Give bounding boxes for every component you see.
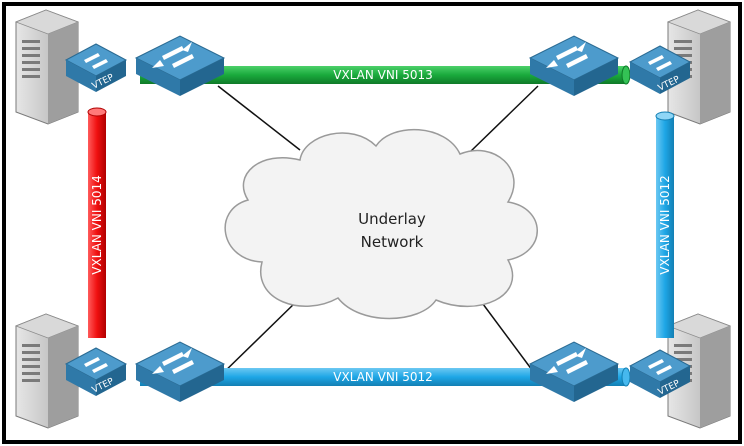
cloud-label-line1: Underlay (358, 210, 426, 228)
underlay-cloud: Underlay Network (224, 128, 538, 320)
tunnel-right-label: VXLAN VNI 5012 (658, 175, 672, 274)
tunnel-bottom-label: VXLAN VNI 5012 (333, 370, 432, 384)
cloud-label-line2: Network (361, 233, 424, 251)
tunnel-top-label: VXLAN VNI 5013 (333, 68, 432, 82)
tunnel-top: VXLAN VNI 5013 (140, 65, 631, 85)
tunnel-left-label: VXLAN VNI 5014 (90, 175, 104, 274)
tunnel-bottom: VXLAN VNI 5012 (140, 367, 631, 387)
tunnel-left: VXLAN VNI 5014 (87, 107, 107, 338)
tunnel-right: VXLAN VNI 5012 (655, 111, 675, 338)
underlay-links (217, 85, 539, 379)
